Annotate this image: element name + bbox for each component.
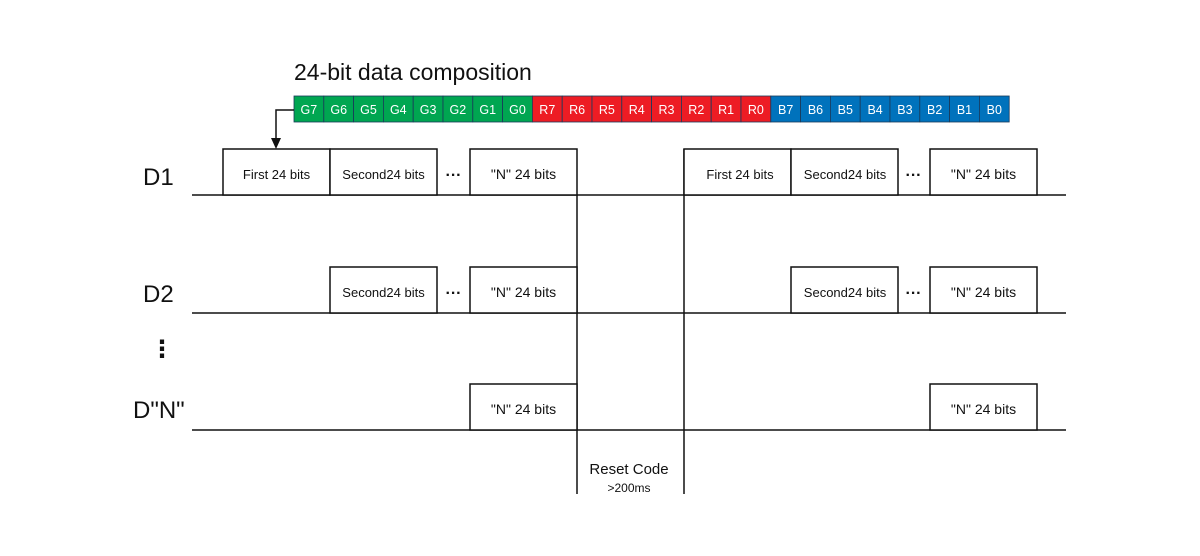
bit-cell-label: B2 <box>927 103 942 117</box>
bit-cell-label: R1 <box>718 103 734 117</box>
d1-nth-box-2-label: "N" 24 bits <box>951 166 1016 182</box>
d2-ellipsis-2-icon: ··· <box>906 285 922 302</box>
d2-nth-box-2 <box>929 266 1038 314</box>
bit-cell-b3 <box>889 95 921 123</box>
bit-cell-label: G4 <box>390 103 407 117</box>
bit-cell-label: R4 <box>629 103 645 117</box>
dn-frame-2: "N" 24 bits <box>929 383 1038 431</box>
bit-cell-g0 <box>502 95 533 123</box>
d1-first-box-2-label: First 24 bits <box>706 167 774 182</box>
bit-cell-label: R0 <box>748 103 764 117</box>
bit-cell-label: G5 <box>360 103 377 117</box>
diagram-title: 24-bit data composition <box>294 59 532 85</box>
bit-cell-g7 <box>293 95 325 123</box>
d2-nth-box-2-label: "N" 24 bits <box>951 284 1016 300</box>
dn-nth-box-2-label: "N" 24 bits <box>951 401 1016 417</box>
d1-second-box <box>329 148 438 196</box>
bit-cell-r0 <box>740 95 772 123</box>
d1-frame-1: First 24 bits Second24 bits ··· "N" 24 b… <box>222 148 578 196</box>
vertical-ellipsis-icon: ⋮ <box>150 336 174 363</box>
bit-cell-label: G3 <box>420 103 437 117</box>
bit-cell-label: B7 <box>778 103 793 117</box>
d1-nth-box-2 <box>929 148 1038 196</box>
d1-nth-box-label: "N" 24 bits <box>491 166 556 182</box>
bit-cell-r2 <box>681 95 712 123</box>
bit-cell-b0 <box>979 95 1010 123</box>
dn-nth-box-2 <box>929 383 1038 431</box>
bit-cell-r4 <box>621 95 652 123</box>
bit-cell-r7 <box>532 95 563 123</box>
bit-cell-label: B5 <box>838 103 853 117</box>
d1-first-box <box>222 148 331 196</box>
bit-cell-label: R3 <box>659 103 675 117</box>
bit-cell-label: G1 <box>479 103 496 117</box>
bit-cell-label: R7 <box>539 103 555 117</box>
bit-cell-label: B3 <box>897 103 912 117</box>
bit-cell-b5 <box>830 95 861 123</box>
d2-ellipsis-icon: ··· <box>446 285 462 302</box>
d2-second-box-2 <box>790 266 899 314</box>
bit-cell-label: B1 <box>957 103 972 117</box>
bit-cell-label: R6 <box>569 103 585 117</box>
d2-second-box <box>329 266 438 314</box>
dn-nth-box-label: "N" 24 bits <box>491 401 556 417</box>
bit-cell-label: B0 <box>987 103 1002 117</box>
bit-cell-b2 <box>919 95 950 123</box>
bit-strip: G7 G6 G5 G4 G3 G2 G1 G0 R7 R6 R5 R4 R3 R2 R1 R0 B7 B6 B5 B4… <box>293 95 1010 123</box>
d2-second-box-2-label: Second24 bits <box>804 285 887 300</box>
bit-cell-label: R2 <box>688 103 704 117</box>
bit-cell-label: G2 <box>450 103 467 117</box>
d1-ellipsis-2-icon: ··· <box>906 167 922 184</box>
bit-cell-b7 <box>770 95 801 123</box>
d1-first-box-label: First 24 bits <box>243 167 311 182</box>
bit-cell-b1 <box>949 95 980 123</box>
d1-second-box-2 <box>790 148 899 196</box>
bit-cell-label: G7 <box>301 103 318 117</box>
bit-cell-label: B6 <box>808 103 823 117</box>
dn-frame-1: "N" 24 bits <box>469 383 578 431</box>
d2-nth-box-label: "N" 24 bits <box>491 284 556 300</box>
composition-arrow <box>271 109 294 149</box>
bit-cell-label: G6 <box>330 103 347 117</box>
bit-cell-r3 <box>651 95 682 123</box>
d1-second-box-label: Second24 bits <box>342 167 425 182</box>
row-label-d1: D1 <box>143 164 174 191</box>
d2-frame-2: Second24 bits ··· "N" 24 bits <box>790 266 1038 314</box>
bit-cell-g5 <box>353 95 384 123</box>
bit-cell-label: G0 <box>509 103 526 117</box>
row-label-d2: D2 <box>143 281 174 308</box>
bit-cell-label: B4 <box>867 103 882 117</box>
d2-frame-1: Second24 bits ··· "N" 24 bits <box>329 266 578 314</box>
bit-cell-g3 <box>412 95 444 123</box>
bit-cell-g2 <box>442 95 474 123</box>
d2-nth-box <box>469 266 578 314</box>
bit-cell-r6 <box>561 95 593 123</box>
dn-nth-box <box>469 383 578 431</box>
d2-second-box-label: Second24 bits <box>342 285 425 300</box>
bit-cell-g6 <box>323 95 354 123</box>
d1-nth-box <box>469 148 578 196</box>
d1-second-box-2-label: Second24 bits <box>804 167 887 182</box>
row-label-dn: D"N" <box>133 397 185 424</box>
reset-code-duration: >200ms <box>607 481 650 495</box>
bit-cell-b4 <box>859 95 891 123</box>
d1-ellipsis-icon: ··· <box>446 167 462 184</box>
bit-cell-g1 <box>472 95 503 123</box>
reset-code-label: Reset Code <box>589 461 668 478</box>
d1-frame-2: First 24 bits Second24 bits ··· "N" 24 b… <box>683 148 1038 196</box>
d1-first-box-2 <box>683 148 792 196</box>
bit-cell-b6 <box>800 95 831 123</box>
bit-cell-label: R5 <box>599 103 615 117</box>
